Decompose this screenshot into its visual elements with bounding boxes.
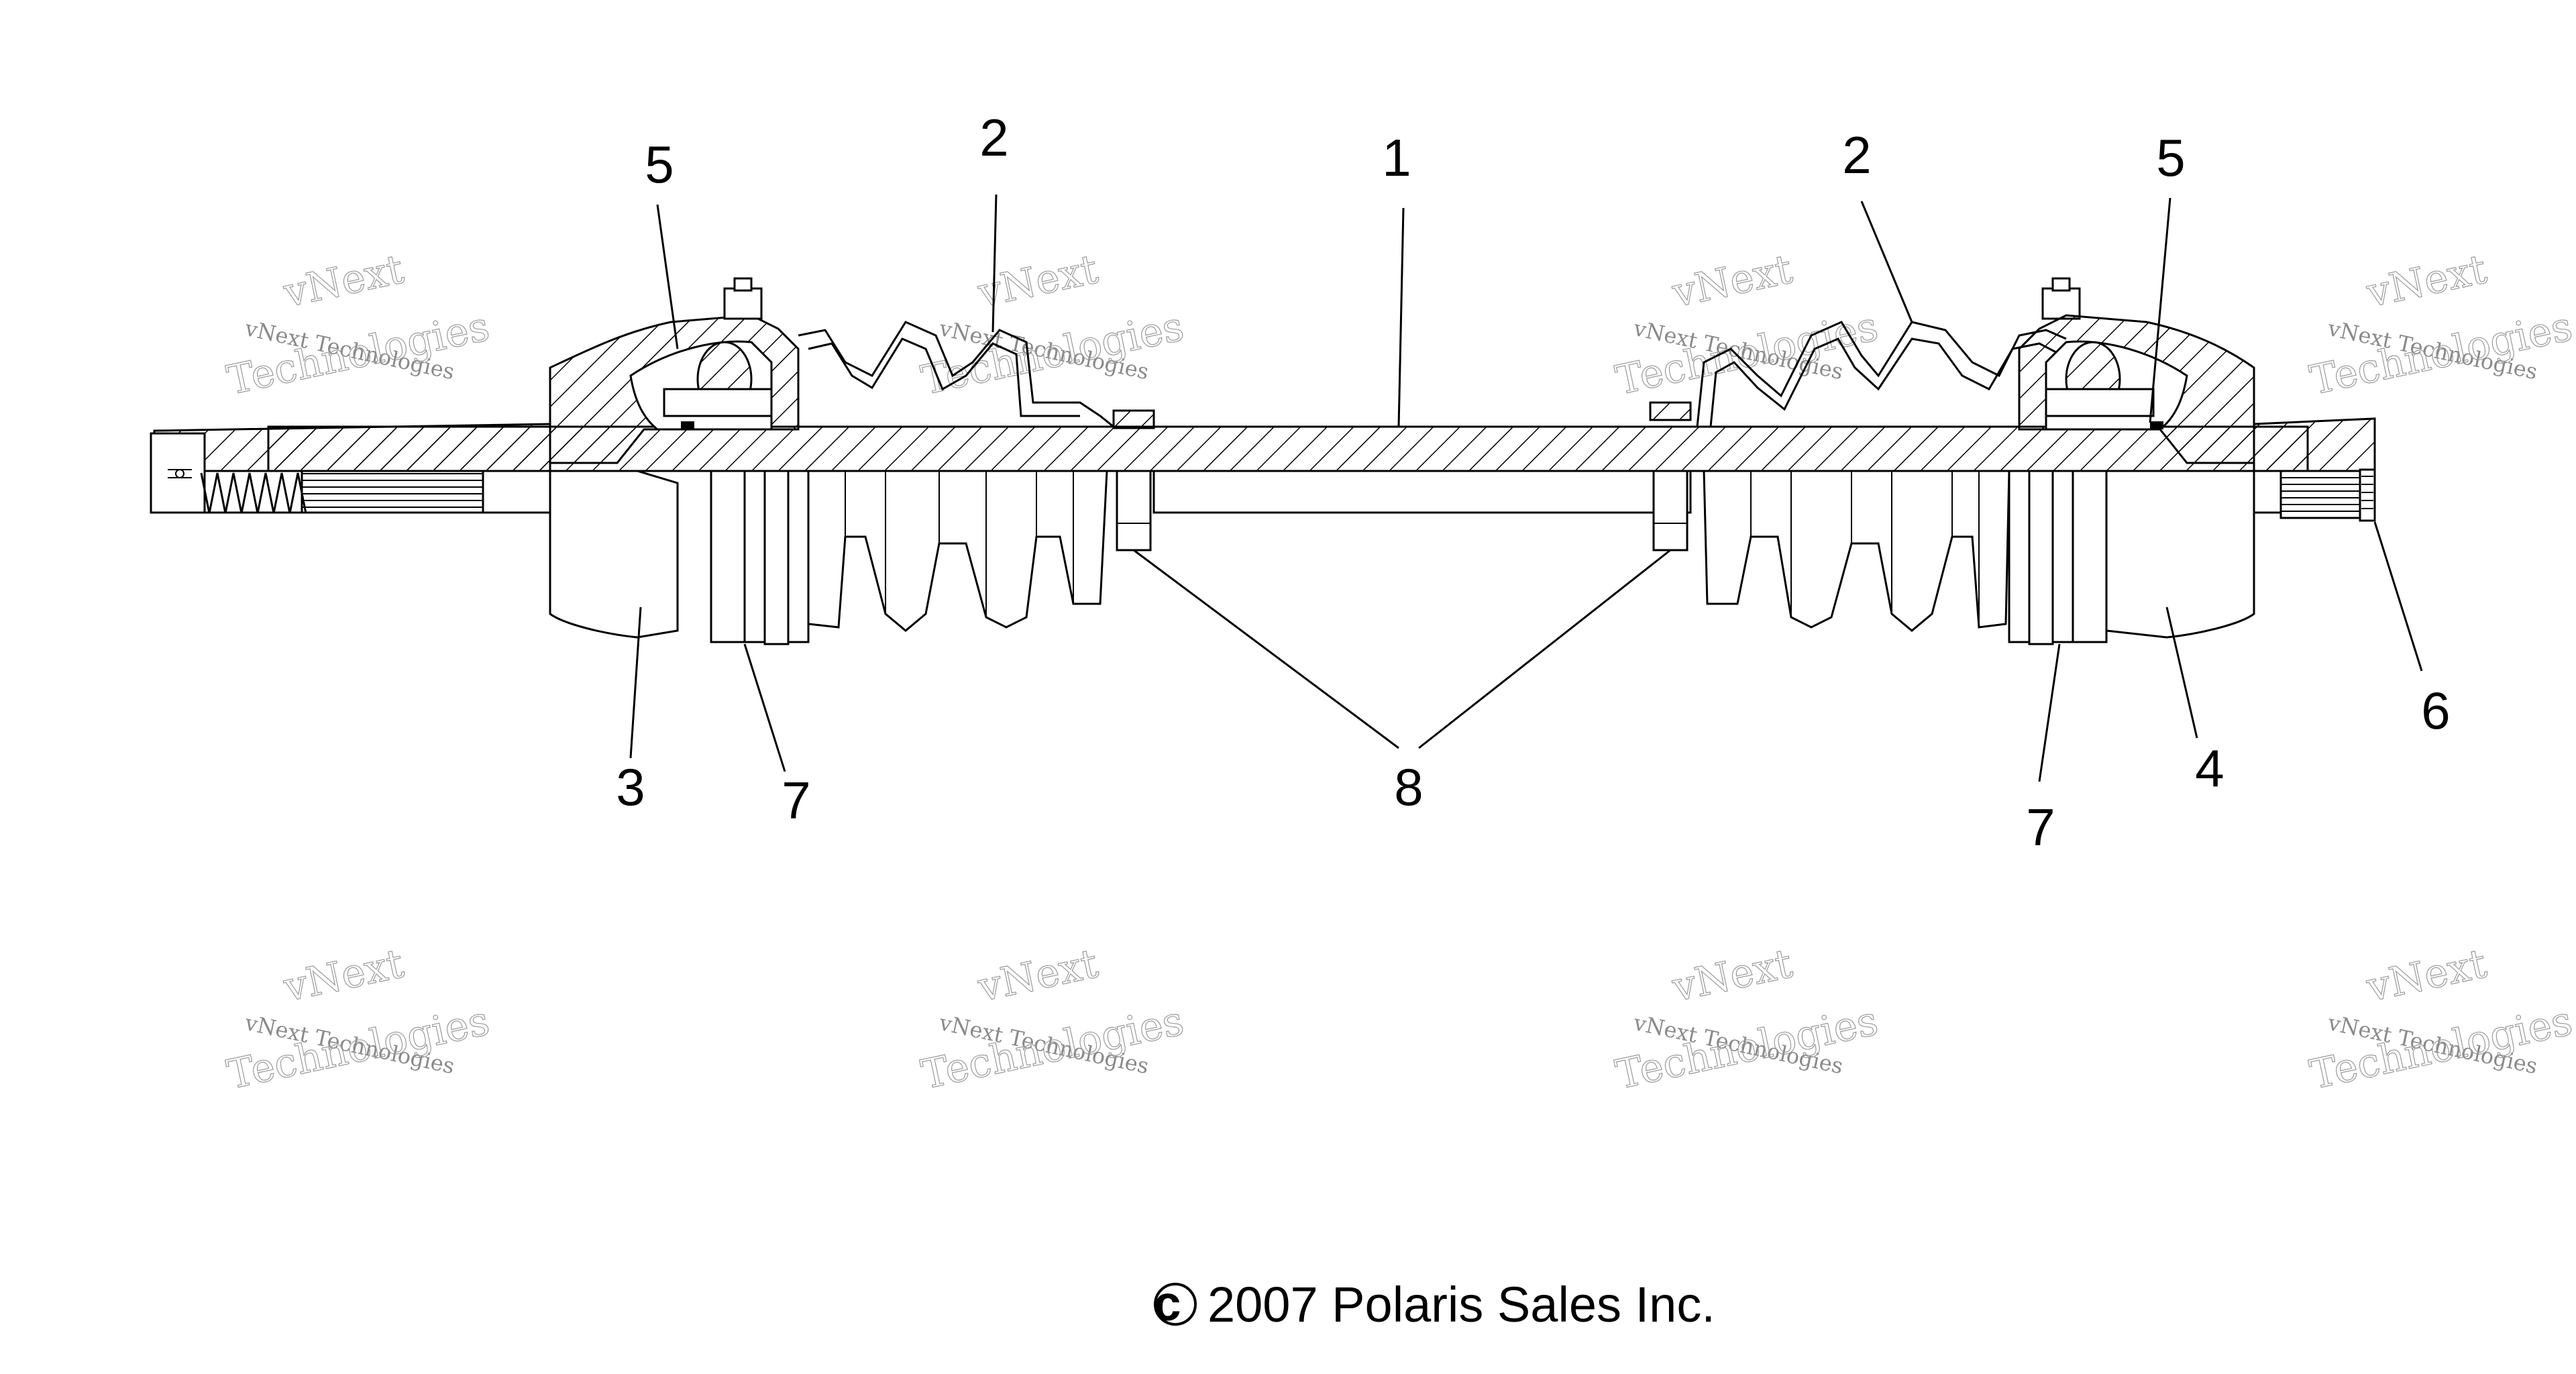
callout-6: 6 <box>2421 681 2450 740</box>
watermark-8: vNext vNext Technologies Technologies <box>2306 940 2576 1100</box>
right-inner-ring <box>1649 401 1692 551</box>
leader-2-left <box>991 194 998 333</box>
leader-1 <box>1397 207 1405 427</box>
watermark-5: vNext vNext Technologies Technologies <box>223 940 494 1100</box>
svg-text:vNext: vNext <box>973 940 1102 1011</box>
leader-2-right <box>1860 201 1913 323</box>
shaft-assembly <box>150 277 2376 645</box>
watermark-6: vNext vNext Technologies Technologies <box>917 940 1188 1100</box>
callout-labels: 1 2 2 5 5 3 7 8 7 4 6 <box>616 108 2450 857</box>
leader-8-left <box>1133 549 1399 749</box>
leader-5-left <box>656 204 679 350</box>
callout-8: 8 <box>1394 757 1423 816</box>
left-bands <box>710 470 810 645</box>
callout-7-left: 7 <box>782 771 810 830</box>
copyright-circle-icon <box>1154 1283 1197 1326</box>
right-stub-shaft <box>2253 417 2376 522</box>
watermark-1: vNext vNext Technologies Technologies <box>223 246 494 405</box>
leader-7-right <box>2038 643 2061 782</box>
right-bands <box>2008 470 2108 645</box>
svg-text:vNext: vNext <box>279 940 407 1011</box>
left-stub-shaft <box>150 423 551 514</box>
callout-7-right: 7 <box>2026 798 2055 857</box>
callout-4: 4 <box>2195 739 2224 798</box>
watermark-7: vNext vNext Technologies Technologies <box>1611 940 1882 1100</box>
leader-5-right <box>2149 197 2171 423</box>
leader-4 <box>2165 606 2198 739</box>
callout-2-right: 2 <box>1842 125 1871 184</box>
right-top-screw <box>2041 277 2081 320</box>
callout-3: 3 <box>616 757 645 816</box>
copyright-notice: © c 2007 Polaris Sales Inc. <box>1153 1275 1715 1332</box>
left-splines <box>301 471 484 513</box>
leader-7-left <box>743 643 786 772</box>
watermark-4: vNext vNext Technologies Technologies <box>2306 246 2576 405</box>
callout-5-left: 5 <box>645 135 674 194</box>
left-top-screw <box>723 277 763 320</box>
copyright-c-letter: c <box>1153 1275 1181 1331</box>
right-cv-ball <box>2045 341 2163 429</box>
svg-text:vNext: vNext <box>1668 940 1796 1011</box>
leader-3 <box>629 606 642 759</box>
left-boot <box>798 321 1114 632</box>
svg-text:vNext: vNext <box>279 246 407 317</box>
right-circlip <box>2359 468 2376 522</box>
svg-text:vNext: vNext <box>2362 940 2490 1011</box>
callout-1: 1 <box>1382 128 1411 187</box>
leader-6 <box>2373 521 2423 672</box>
svg-text:vNext: vNext <box>2362 246 2490 317</box>
svg-text:vNext: vNext <box>1668 246 1796 317</box>
leader-lines <box>629 194 2423 782</box>
leader-8-right <box>1418 549 1671 749</box>
copyright-text: 2007 Polaris Sales Inc. <box>1208 1277 1715 1332</box>
callout-5-right: 5 <box>2156 128 2185 187</box>
right-boot <box>1696 321 2067 632</box>
left-inner-ring <box>1112 409 1155 551</box>
callout-2-left: 2 <box>979 108 1008 167</box>
left-cv-ball <box>663 341 773 429</box>
watermark-3: vNext vNext Technologies Technologies <box>1611 246 1882 405</box>
left-threads <box>150 432 307 514</box>
